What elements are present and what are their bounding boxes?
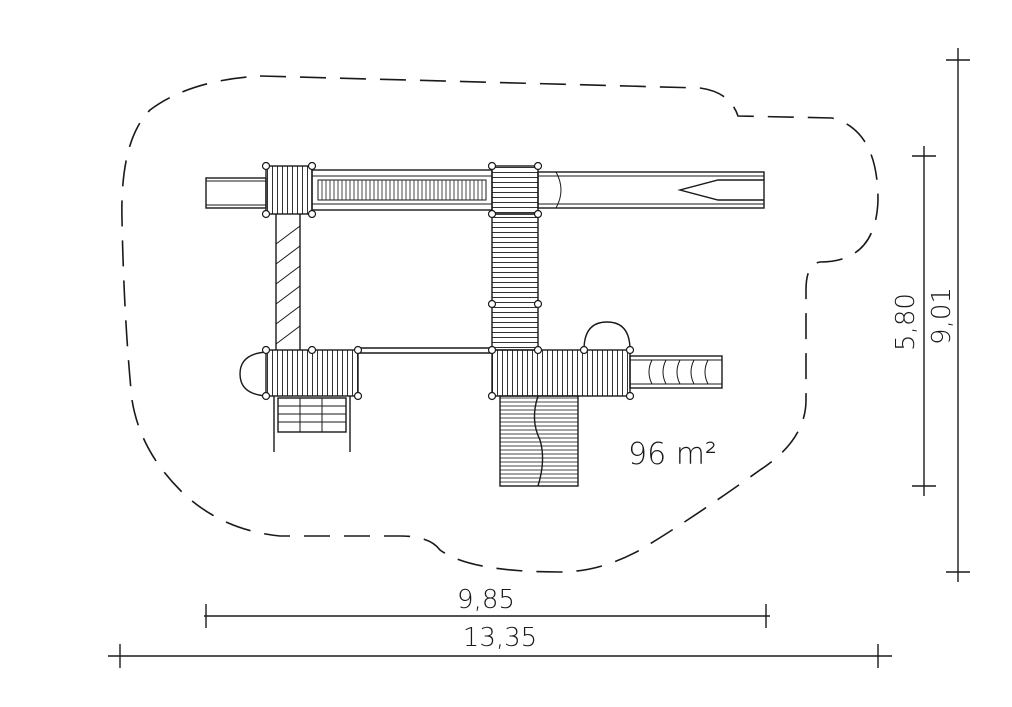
top-slide <box>537 171 765 209</box>
safety-area-boundary <box>121 75 879 573</box>
left-climbing-ladder <box>275 214 301 350</box>
dimension-outer-width-label: 13,35 <box>463 623 537 653</box>
deck-top-center <box>491 165 539 215</box>
posts <box>261 161 635 401</box>
lower-left-arch <box>239 351 267 397</box>
dimension-outer-height-label: 9,01 <box>927 287 957 345</box>
central-walkway <box>491 213 539 351</box>
dimension-inner-width: 9,85 <box>204 585 770 628</box>
lower-rail <box>358 347 492 354</box>
left-entry-ladder <box>205 177 267 209</box>
area-label: 96 m² <box>628 437 717 472</box>
dimension-outer-height: 9,01 <box>927 48 970 582</box>
dimension-inner-height-label: 5,80 <box>891 293 921 351</box>
dimension-inner-width-label: 9,85 <box>457 585 515 615</box>
right-tube-slide <box>629 355 723 389</box>
deck-lower-right <box>491 349 631 397</box>
lower-right-arch <box>583 321 631 351</box>
top-bridge <box>311 169 493 211</box>
lower-left-stair <box>273 396 351 452</box>
deck-lower-left <box>265 349 359 397</box>
deck-top-left <box>265 165 313 215</box>
dimension-inner-height: 5,80 <box>891 146 936 496</box>
ramp <box>499 395 579 487</box>
dimension-outer-width: 13,35 <box>108 623 892 668</box>
